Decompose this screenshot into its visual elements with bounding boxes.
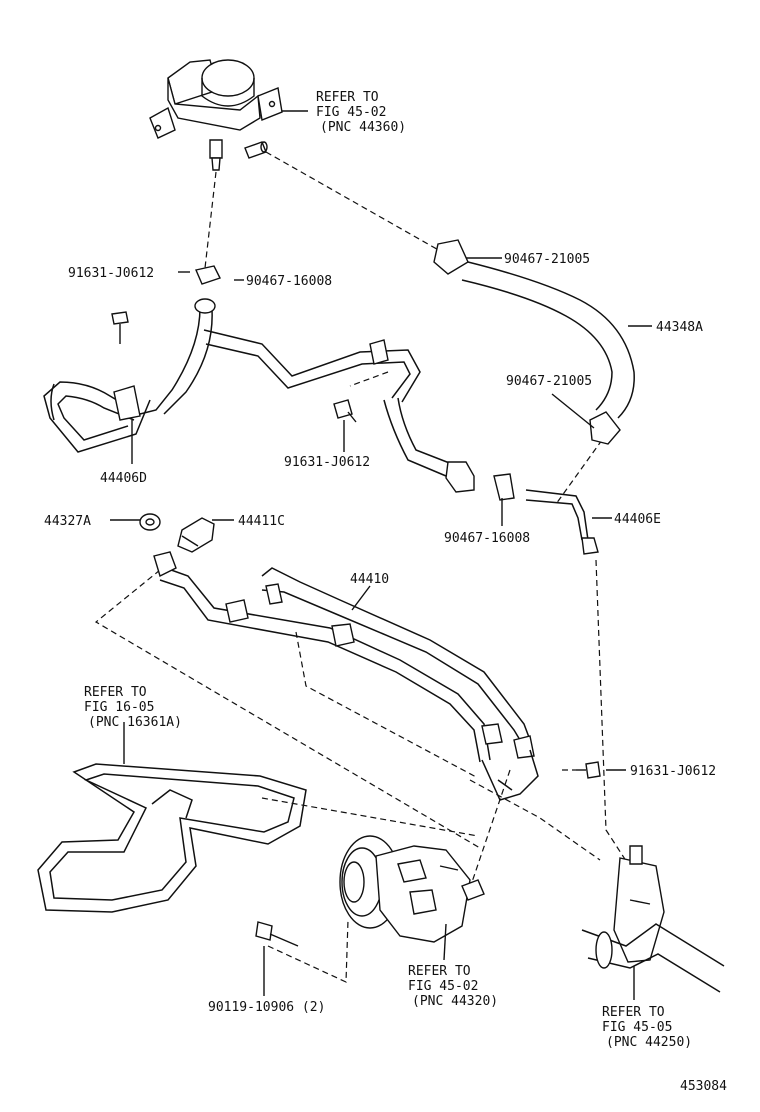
part-label-bolt-mid: 91631-J0612 xyxy=(284,455,370,470)
part-label-clip-top-right: 90467-21005 xyxy=(504,252,590,267)
ref-reservoir: REFER TO FIG 45-02 (PNC 44360) xyxy=(316,90,406,135)
part-label-pressure-hose: 44410 xyxy=(350,572,389,587)
svg-text:FIG 45-05: FIG 45-05 xyxy=(602,1020,672,1035)
part-label-bolt-right: 91631-J0612 xyxy=(630,764,716,779)
part-label-hose-return: 44348A xyxy=(656,320,703,335)
svg-text:(PNC 44360): (PNC 44360) xyxy=(320,120,406,135)
drive-belt xyxy=(37,763,307,913)
svg-text:FIG 45-02: FIG 45-02 xyxy=(408,979,478,994)
steering-gear xyxy=(581,845,725,993)
part-label-tube-right: 44406E xyxy=(614,512,661,527)
ref-gear: REFER TO FIG 45-05 (PNC 44250) xyxy=(602,1005,692,1050)
part-label-pump-bolt: 90119-10906 (2) xyxy=(208,1000,325,1015)
part-label-tube-return: 44406D xyxy=(100,471,147,486)
ref-pump: REFER TO FIG 45-02 (PNC 44320) xyxy=(408,964,498,1009)
return-tube-assembly xyxy=(43,265,421,453)
reservoir-tank xyxy=(149,59,283,171)
svg-text:(PNC 44320): (PNC 44320) xyxy=(412,994,498,1009)
svg-text:REFER TO: REFER TO xyxy=(602,1005,665,1020)
clamp-and-union xyxy=(139,513,215,553)
part-label-clip-mid-right: 90467-21005 xyxy=(506,374,592,389)
return-hose xyxy=(433,239,635,445)
pressure-hose xyxy=(153,551,539,801)
svg-text:REFER TO: REFER TO xyxy=(408,964,471,979)
part-label-clamp: 44327A xyxy=(44,514,91,529)
part-label-clip-top-left: 90467-16008 xyxy=(246,274,332,289)
pump-assembly xyxy=(339,835,485,943)
mid-tube xyxy=(383,397,515,501)
svg-text:REFER TO: REFER TO xyxy=(316,90,379,105)
part-label-bolt-top-left: 91631-J0612 xyxy=(68,266,154,281)
part-label-clip-mid: 90467-16008 xyxy=(444,531,530,546)
svg-text:(PNC 16361A): (PNC 16361A) xyxy=(88,715,182,730)
svg-text:FIG 45-02: FIG 45-02 xyxy=(316,105,386,120)
ref-belt: REFER TO FIG 16-05 (PNC 16361A) xyxy=(84,685,182,730)
part-label-union: 44411C xyxy=(238,514,285,529)
bolt-parts xyxy=(111,311,601,947)
svg-text:FIG 16-05: FIG 16-05 xyxy=(84,700,154,715)
reference-lines xyxy=(94,151,633,983)
right-tube xyxy=(525,489,599,555)
svg-text:(PNC 44250): (PNC 44250) xyxy=(606,1035,692,1050)
figure-number: 453084 xyxy=(680,1079,727,1094)
svg-text:REFER TO: REFER TO xyxy=(84,685,147,700)
leader-lines xyxy=(110,110,652,1000)
